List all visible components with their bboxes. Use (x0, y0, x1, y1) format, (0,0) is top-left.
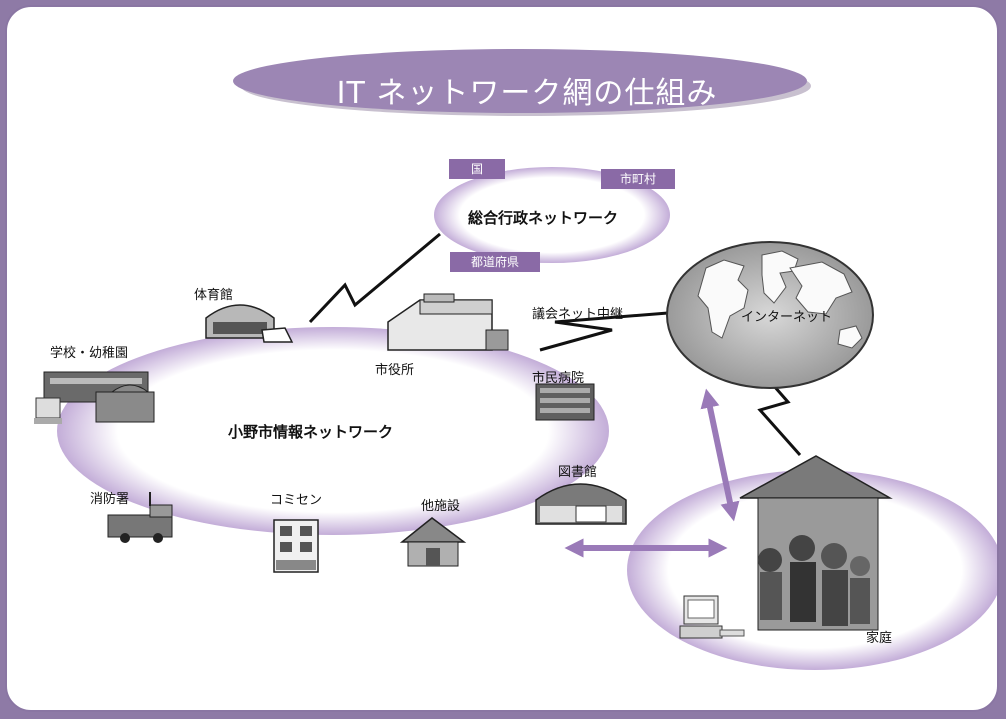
fire-station-icon (107, 492, 173, 543)
gymnasium-label: 体育館 (194, 288, 234, 303)
tag-kuni: 国 (449, 159, 505, 179)
city-hall-label: 市役所 (375, 363, 415, 378)
diagram-frame: IT ネットワーク網の仕組み 国 市町村 都道府県 総合行政ネットワーク 体育館… (5, 5, 999, 712)
community-center-label: コミセン (270, 493, 323, 508)
ono-network-label: 小野市情報ネットワーク (228, 423, 394, 441)
title-banner (233, 49, 811, 116)
tag-shichoson: 市町村 (601, 169, 675, 189)
globe-icon (666, 241, 874, 389)
school-icon (34, 371, 155, 424)
gymnasium-icon (205, 304, 294, 343)
library-icon (535, 483, 627, 525)
internet-label: インターネット (741, 310, 833, 325)
home-to-internet-arrow (700, 388, 740, 522)
tag-todofuken: 都道府県 (450, 252, 540, 272)
hospital-icon (535, 383, 595, 421)
home-label: 家庭 (866, 631, 893, 646)
lgwan-label: 総合行政ネットワーク (468, 209, 619, 227)
lgwan-link (308, 232, 441, 324)
council-link (539, 311, 669, 352)
home-illustration (679, 455, 893, 639)
other-facility-icon (399, 517, 467, 567)
council-relay-label: 議会ネット中継 (532, 307, 624, 322)
fire-station-label: 消防署 (90, 492, 130, 507)
library-label: 図書館 (558, 465, 598, 480)
community-center-icon (273, 519, 319, 573)
other-facility-label: 他施設 (421, 499, 461, 514)
network-diagram (34, 49, 997, 670)
page-title: IT ネットワーク網の仕組み (336, 76, 718, 111)
school-label: 学校・幼稚園 (50, 346, 129, 361)
ono-network-ring (57, 327, 609, 535)
city-hall-icon (387, 293, 509, 351)
lgwan-ellipse (434, 167, 670, 263)
hospital-label: 市民病院 (532, 371, 585, 386)
access-arrows (564, 388, 740, 558)
